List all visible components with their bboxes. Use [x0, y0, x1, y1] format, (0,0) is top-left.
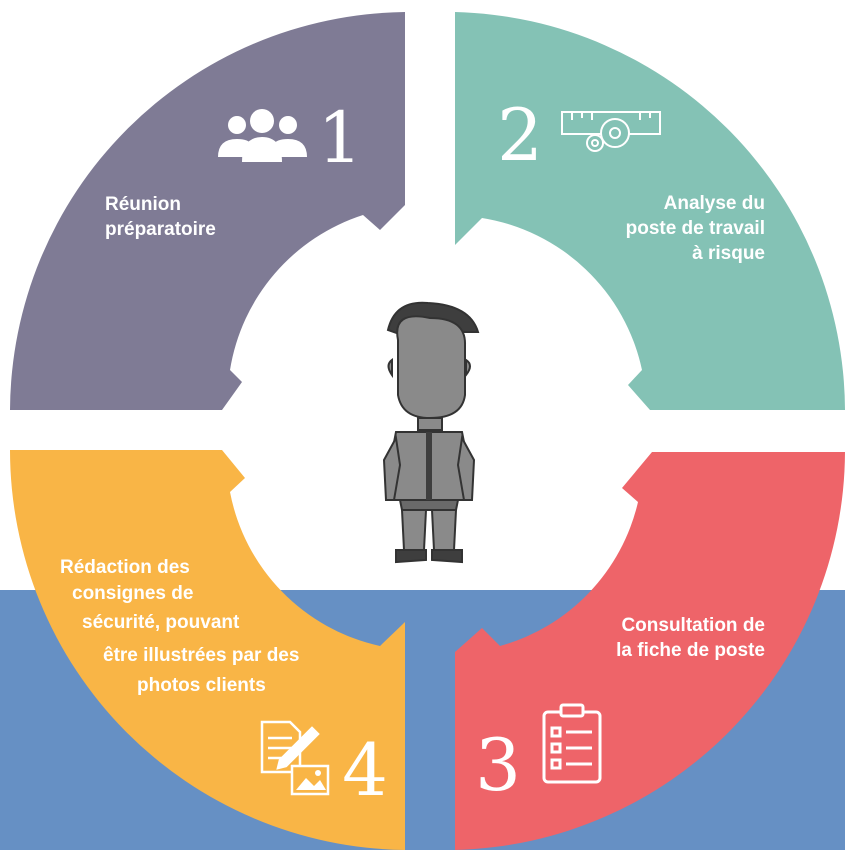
step-4-number: 4: [342, 728, 388, 812]
step-1-line-1: Réunion: [105, 194, 181, 215]
step-1-label: Réunion préparatoire: [105, 192, 216, 242]
step-1-number: 1: [318, 97, 363, 179]
step-4-line-1: Rédaction des: [60, 557, 190, 578]
quadrant-1-segment: [10, 12, 405, 410]
sketched-man-illustration: [382, 301, 480, 564]
quadrant-4-segment: [9, 450, 406, 850]
step-4-line-2: consignes de: [72, 583, 194, 604]
step-3-number: 3: [475, 723, 521, 807]
step-2-line-1: Analyse du: [663, 193, 765, 214]
clipboard-checklist-icon: [542, 703, 602, 784]
step-3-label: Consultation de la fiche de poste: [616, 613, 765, 663]
step-4-line-5: photos clients: [137, 675, 266, 696]
step-4-line-3: sécurité, pouvant: [82, 612, 240, 633]
step-2-line-2: poste de travail: [625, 218, 765, 239]
group-of-people-icon: [218, 109, 307, 162]
step-2-number: 2: [497, 93, 543, 177]
ruler-and-gears-icon: [561, 111, 661, 152]
quadrant-2-segment: [455, 12, 845, 410]
step-1-line-2: préparatoire: [105, 219, 216, 240]
step-2-label: Analyse du poste de travail à risque: [626, 191, 765, 266]
document-and-photo-icon: [260, 720, 330, 796]
step-4-line-4: être illustrées par des: [103, 645, 300, 666]
step-2-line-3: à risque: [692, 243, 765, 264]
step-3-line-2: la fiche de poste: [616, 640, 765, 661]
step-3-line-1: Consultation de: [621, 615, 765, 636]
